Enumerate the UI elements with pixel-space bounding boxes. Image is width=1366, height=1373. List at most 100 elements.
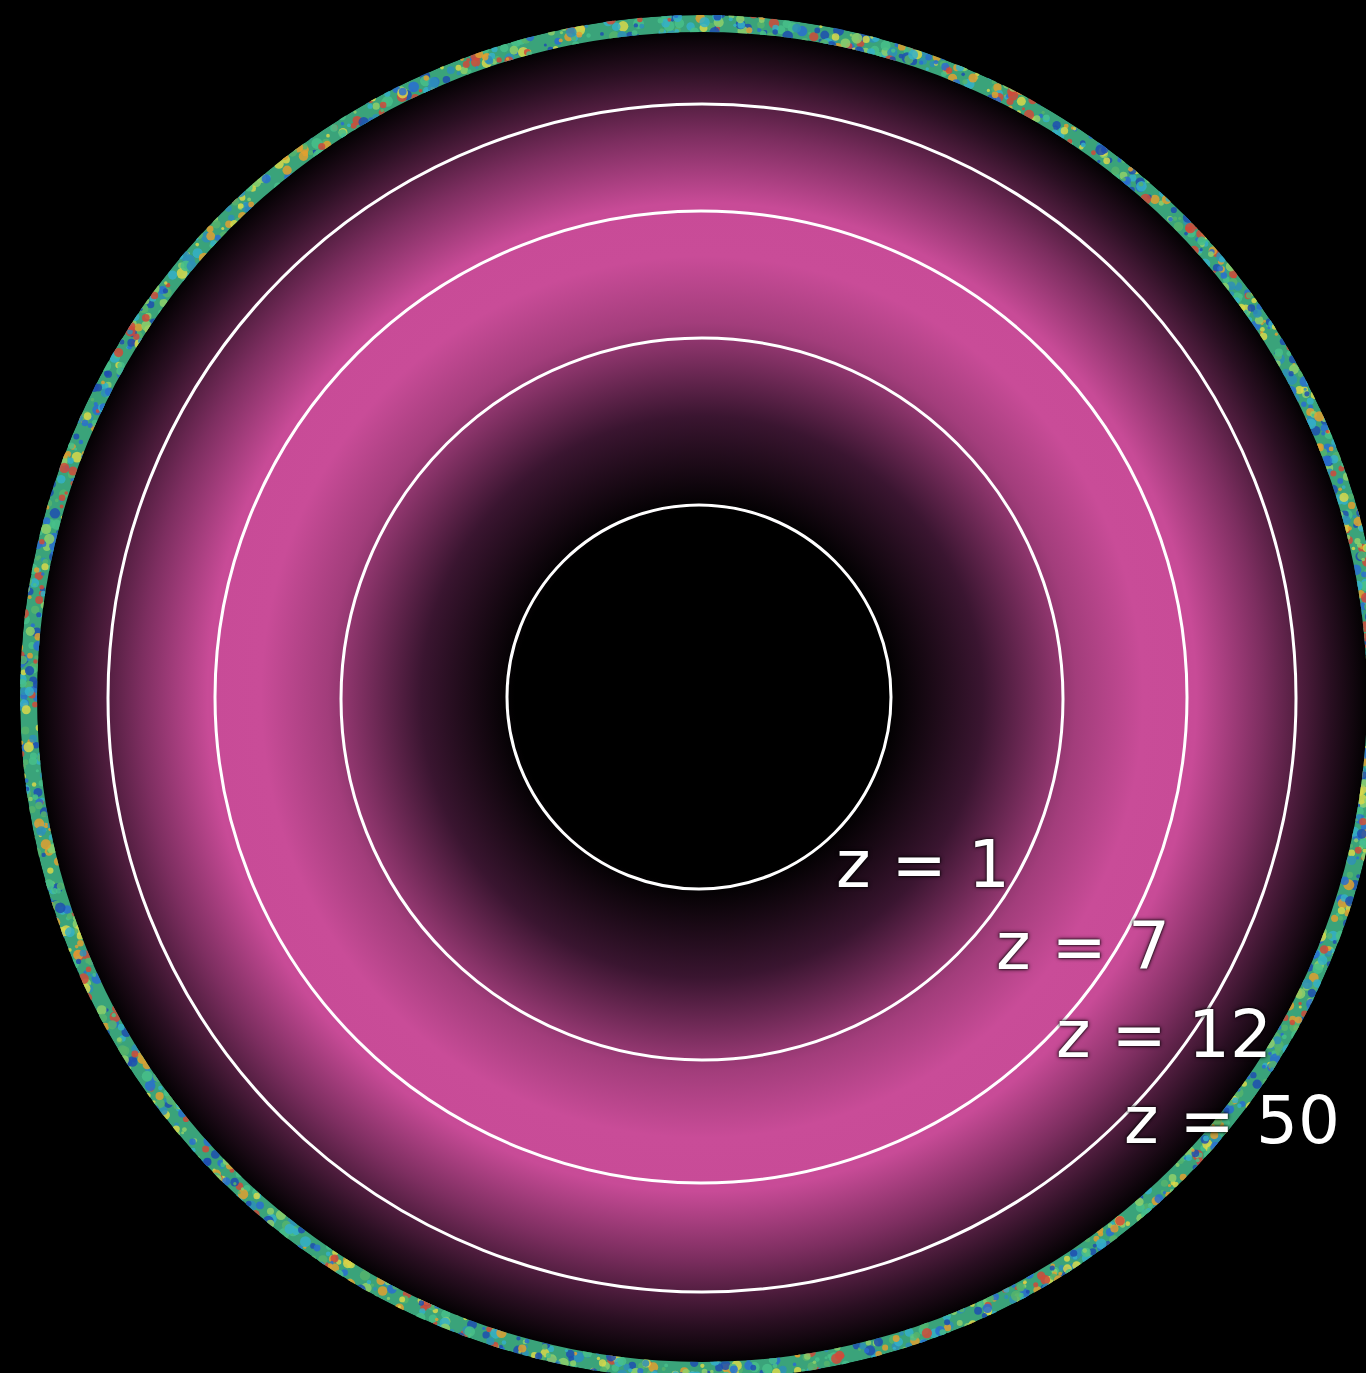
cmb-speck <box>1329 447 1334 452</box>
cmb-speck <box>801 38 808 45</box>
cmb-speck <box>76 959 81 964</box>
cmb-speck <box>1277 1025 1282 1030</box>
cmb-ring <box>12 10 1366 1373</box>
cmb-speck <box>326 134 330 138</box>
cmb-speck <box>1136 181 1146 191</box>
cmb-speck <box>898 43 906 51</box>
cmb-speck <box>1168 217 1173 222</box>
cmb-speck <box>852 33 863 44</box>
cmb-speck <box>1009 83 1018 92</box>
cmb-speck <box>1302 391 1309 398</box>
cmb-speck <box>1050 1265 1055 1270</box>
cmb-speck <box>117 1037 122 1042</box>
cmb-speck <box>160 299 168 307</box>
cmb-speck <box>373 103 380 110</box>
cmb-speck <box>1362 633 1366 641</box>
cmb-speck <box>1135 1197 1144 1206</box>
cmb-speck <box>424 75 429 80</box>
cmb-speck <box>1347 872 1353 878</box>
cmb-speck <box>80 983 91 994</box>
cmb-speck <box>933 53 941 61</box>
cmb-speck <box>440 66 444 70</box>
cmb-speck <box>1042 111 1045 114</box>
cmb-speck <box>1352 515 1356 519</box>
cmb-speck <box>819 25 822 28</box>
cmb-speck <box>118 1024 125 1031</box>
cmb-speck <box>729 17 733 21</box>
cmb-speck <box>1185 1178 1189 1182</box>
cmb-speck <box>1296 386 1304 394</box>
cmb-speck <box>1171 207 1177 213</box>
cmb-speck <box>187 261 197 271</box>
cmb-speck <box>819 39 828 48</box>
cmb-speck <box>112 1005 119 1012</box>
cmb-speck <box>1180 1174 1187 1181</box>
cmb-speck <box>1361 593 1366 603</box>
cmb-speck <box>944 1324 951 1331</box>
cmb-speck <box>385 1279 391 1285</box>
cmb-speck <box>1081 143 1086 148</box>
cmb-speck <box>1311 391 1319 399</box>
cmb-speck <box>1193 1165 1198 1170</box>
cmb-speck <box>34 848 37 851</box>
cmb-speck <box>802 1353 810 1361</box>
cmb-speck <box>475 66 478 69</box>
cmb-speck <box>572 36 577 41</box>
cmb-speck <box>399 88 407 96</box>
cmb-speck <box>100 360 111 371</box>
cmb-speck <box>197 263 201 267</box>
cmb-speck <box>131 1051 138 1058</box>
cmb-speck <box>1219 256 1225 262</box>
cmb-speck <box>559 38 563 42</box>
cmb-speck <box>650 1371 657 1373</box>
cmb-speck <box>276 1210 286 1220</box>
cmb-speck <box>316 149 325 158</box>
cmb-speck <box>33 794 39 800</box>
cmb-speck <box>32 702 38 708</box>
cmb-speck <box>634 23 638 27</box>
cmb-speck <box>1365 572 1366 579</box>
cmb-speck <box>68 458 74 464</box>
cmb-speck <box>1020 114 1024 118</box>
cmb-speck <box>19 656 27 664</box>
cmb-speck <box>605 1372 609 1373</box>
cmb-speck <box>1042 1283 1051 1292</box>
cmb-speck <box>639 24 644 29</box>
cmb-speck <box>675 29 680 34</box>
cmb-speck <box>1169 1174 1177 1182</box>
cmb-speck <box>1313 963 1323 973</box>
cmb-speck <box>1289 355 1297 363</box>
cmb-speck <box>899 1331 904 1336</box>
cmb-speck <box>1355 552 1365 562</box>
cmb-speck <box>951 1309 957 1315</box>
cmb-speck <box>1364 546 1366 552</box>
cmb-speck <box>52 519 62 529</box>
cmb-speck <box>1339 493 1348 502</box>
cmb-speck <box>434 1302 440 1308</box>
cmb-speck <box>202 1146 209 1153</box>
cmb-speck <box>1364 602 1366 611</box>
cmb-speck <box>1353 581 1363 591</box>
cmb-speck <box>1173 216 1177 220</box>
cmb-speck <box>39 780 45 786</box>
cmb-speck <box>1148 1203 1153 1208</box>
cmb-speck <box>384 91 390 97</box>
cmb-base <box>20 15 1366 1373</box>
cmb-speck <box>1147 177 1154 184</box>
cmb-speck <box>82 451 86 455</box>
cmb-speck <box>408 81 419 92</box>
cmb-speck <box>73 434 79 440</box>
cmb-speck <box>1359 771 1366 779</box>
cmb-speck <box>1087 1259 1090 1262</box>
cmb-speck <box>841 1361 850 1370</box>
cmb-speck <box>1026 1290 1030 1294</box>
cmb-speck <box>395 1303 404 1312</box>
cmb-speck <box>1073 127 1077 131</box>
cmb-speck <box>153 1071 164 1082</box>
cmb-speck <box>222 1177 230 1185</box>
cmb-speck <box>15 644 23 652</box>
cmb-speck <box>662 11 668 17</box>
cmb-speck <box>246 1200 257 1211</box>
cmb-speck <box>944 1319 950 1325</box>
cmb-speck <box>865 1345 875 1355</box>
